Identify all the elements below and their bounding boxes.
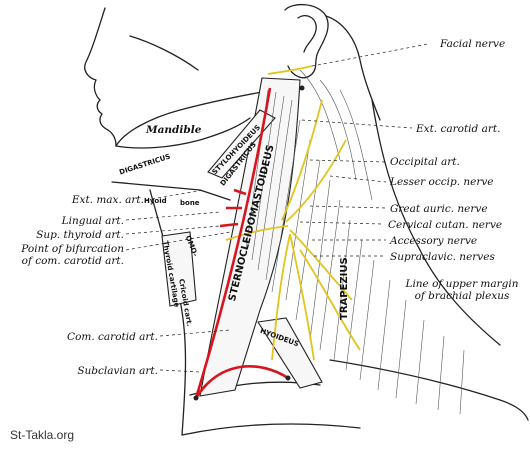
label-supraclavic-nerves: Supraclavic. nerves	[390, 251, 495, 263]
leader-cervical-cutan	[299, 221, 383, 225]
leader-lesser-occip	[329, 175, 387, 183]
mandible-lower-border	[115, 117, 251, 149]
subclavian-artery	[194, 365, 289, 399]
leader-ext-max-art	[145, 189, 205, 201]
label-occipital-art: Occipital art.	[390, 156, 460, 168]
occiput-outline	[325, 15, 381, 121]
label-facial-nerve: Facial nerve	[440, 38, 506, 50]
carotid-branches	[219, 188, 247, 228]
cheek-outline	[129, 35, 199, 71]
ear-inner-fold	[297, 15, 317, 53]
label-brachial-plexus-2: of brachial plexus	[414, 290, 510, 302]
great-auricular-nerve	[281, 99, 323, 221]
label-lingual-art: Lingual art.	[61, 215, 124, 227]
label-bifurcation-2: of com. carotid art.	[21, 255, 124, 267]
stylohyoid-muscle-shape	[207, 109, 276, 179]
leader-occipital-art	[309, 159, 387, 163]
label-com-carotid-art: Com. carotid art.	[67, 331, 158, 343]
muscle-bone: bone	[180, 199, 200, 207]
upper-brachial-plexus-line	[299, 249, 361, 351]
leader-subclavian	[159, 369, 201, 373]
supraclavicular-nerves	[271, 233, 315, 361]
leader-great-auric	[309, 205, 387, 209]
jaw-mandible-outline	[115, 91, 263, 147]
label-ext-max-art: Ext. max. art.	[71, 194, 144, 206]
hyoid-region	[111, 181, 231, 201]
label-accessory-nerve: Accessory nerve	[390, 235, 478, 247]
omohyoid-muscle-shape	[161, 231, 197, 307]
leader-facial-nerve	[311, 43, 429, 67]
leader-ext-carotid	[301, 119, 413, 129]
back-of-neck-outline	[371, 99, 501, 346]
label-brachial-plexus-1: Line of upper margin	[405, 278, 519, 290]
throat-outline	[149, 189, 187, 436]
accessory-nerve	[289, 229, 353, 301]
shoulder-outline	[329, 359, 529, 421]
label-ext-carotid-art: Ext. carotid art.	[416, 123, 501, 135]
ear-outline	[284, 4, 329, 79]
muscle-hyoid: Hyoid	[144, 197, 167, 205]
label-lesser-occip-nerve: Lesser occip. nerve	[390, 176, 494, 188]
lesser-occipital-nerve	[285, 139, 347, 223]
subclavian-origin-point	[193, 395, 199, 401]
cervical-cutaneous-nerve	[225, 225, 289, 241]
muscle-fiber-lines	[245, 89, 465, 415]
neck-fascia-lines	[299, 69, 373, 201]
subclavian-end-point	[285, 375, 291, 381]
label-cervical-cutan-nerve: Cervical cutan. nerve	[388, 219, 503, 231]
label-sup-thyroid-art: Sup. thyroid art.	[36, 229, 124, 241]
common-carotid-artery	[194, 87, 272, 399]
label-mandible: Mandible	[146, 124, 202, 136]
muscle-trapezius: TRAPEZIUS	[339, 257, 350, 320]
label-subclavian-art: Subclavian art.	[77, 365, 158, 377]
label-bifurcation-1: Point of bifurcation	[21, 243, 124, 255]
label-great-auric-nerve: Great auric. nerve	[390, 203, 488, 215]
watermark-text: St-Takla.org	[10, 428, 75, 442]
leader-lingual-art	[125, 211, 221, 221]
leader-sup-thyroid	[125, 225, 221, 235]
chest-line	[181, 423, 361, 436]
facial-nerve	[267, 65, 313, 75]
face-profile-outline	[84, 7, 117, 147]
ext-carotid-point	[299, 85, 305, 91]
